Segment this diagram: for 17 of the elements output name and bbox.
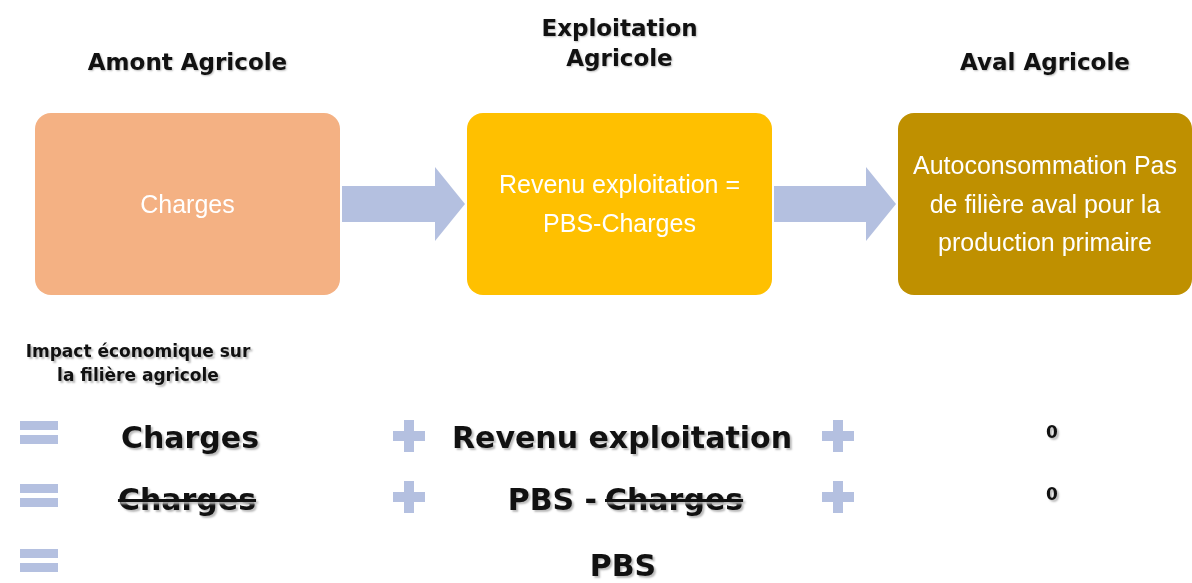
arrow: [774, 167, 896, 241]
column-heading: Aval Agricole: [959, 48, 1131, 77]
equation-term: 0: [1046, 422, 1058, 442]
column-heading: Amont Agricole: [86, 48, 289, 77]
equation-term: PBS: [589, 548, 657, 583]
equation-term: Charges: [605, 482, 744, 517]
note-text: Impact économique sur la filière agricole: [24, 340, 252, 387]
column-heading: Exploitation Agricole: [540, 14, 699, 73]
equation-term: Charges: [120, 420, 260, 455]
box-text: Charges: [140, 188, 235, 220]
box-text: Autoconsommation Pas de filière aval pour la production primaire: [912, 149, 1178, 259]
equation-term: PBS -: [507, 482, 597, 517]
equation-term: 0: [1046, 484, 1058, 504]
arrow: [342, 167, 465, 241]
equation-term: Charges: [117, 482, 257, 517]
box-text: Revenu exploitation = PBS-Charges: [497, 169, 742, 239]
equation-term: Revenu exploitation: [452, 420, 792, 455]
